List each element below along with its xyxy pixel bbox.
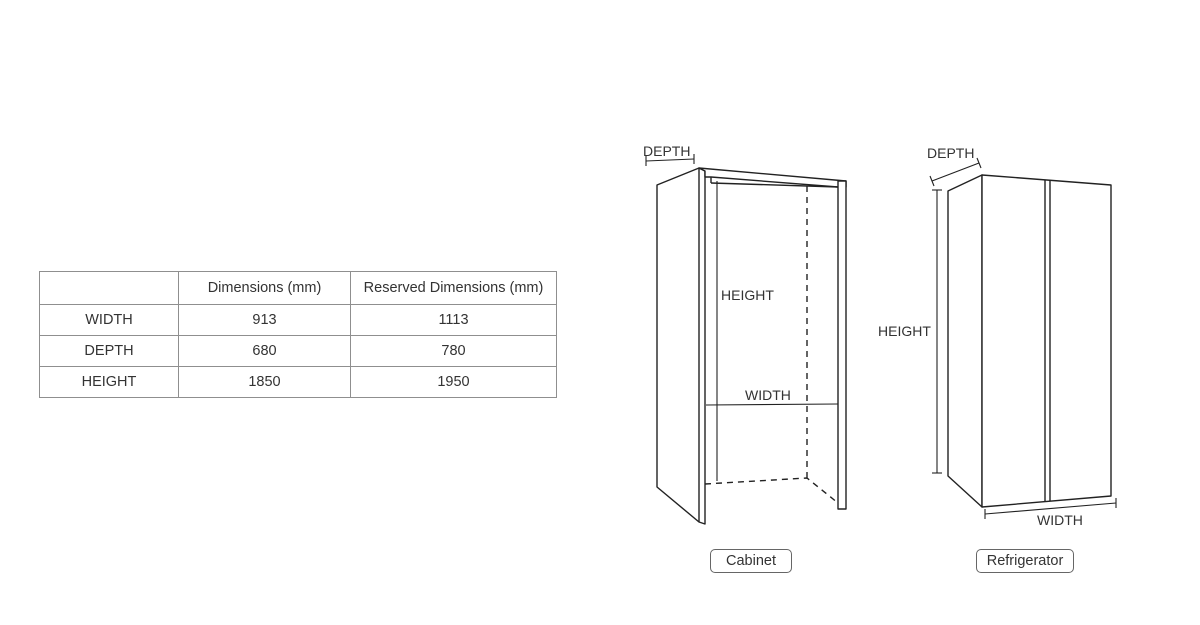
cabinet-width-label: WIDTH [745,387,791,403]
row-label: DEPTH [39,335,179,367]
row-label: WIDTH [39,304,179,336]
row-reserved: 1950 [350,366,557,398]
cabinet-floor-dashed [704,477,839,504]
refrigerator-caption: Refrigerator [976,549,1074,573]
refrigerator-depth-tick-left [929,175,935,187]
cabinet-depth-dimension-line [645,158,695,162]
cabinet-drawing [645,154,847,525]
cabinet-width-dimension-line [705,403,839,406]
row-label: HEIGHT [39,366,179,398]
refrigerator-side-panel [947,174,983,508]
row-reserved: 1113 [350,304,557,336]
cabinet-right-panel [837,180,847,510]
refrigerator-drawing [929,157,1117,519]
refrigerator-height-label: HEIGHT [878,323,931,339]
refrigerator-front-panel [981,174,1112,508]
cabinet-depth-label: DEPTH [643,143,690,159]
cabinet-top-panel [698,167,847,188]
refrigerator-width-label: WIDTH [1037,512,1083,528]
table-row: DEPTH 680 780 [39,335,557,367]
refrigerator-width-dimension-line [984,502,1117,515]
cabinet-height-label: HEIGHT [721,287,774,303]
refrigerator-depth-dimension-line [931,162,980,182]
row-dimensions: 1850 [178,366,351,398]
cabinet-top-panel-inner [710,182,839,188]
refrigerator-depth-label: DEPTH [927,145,974,161]
table-row: WIDTH 913 1113 [39,304,557,336]
cabinet-caption: Cabinet [710,549,792,573]
table-row: HEIGHT 1850 1950 [39,366,557,398]
cabinet-left-panel [656,167,706,525]
refrigerator-depth-tick-right [976,157,982,169]
row-reserved: 780 [350,335,557,367]
dimensions-table: Dimensions (mm) Reserved Dimensions (mm)… [39,271,557,398]
